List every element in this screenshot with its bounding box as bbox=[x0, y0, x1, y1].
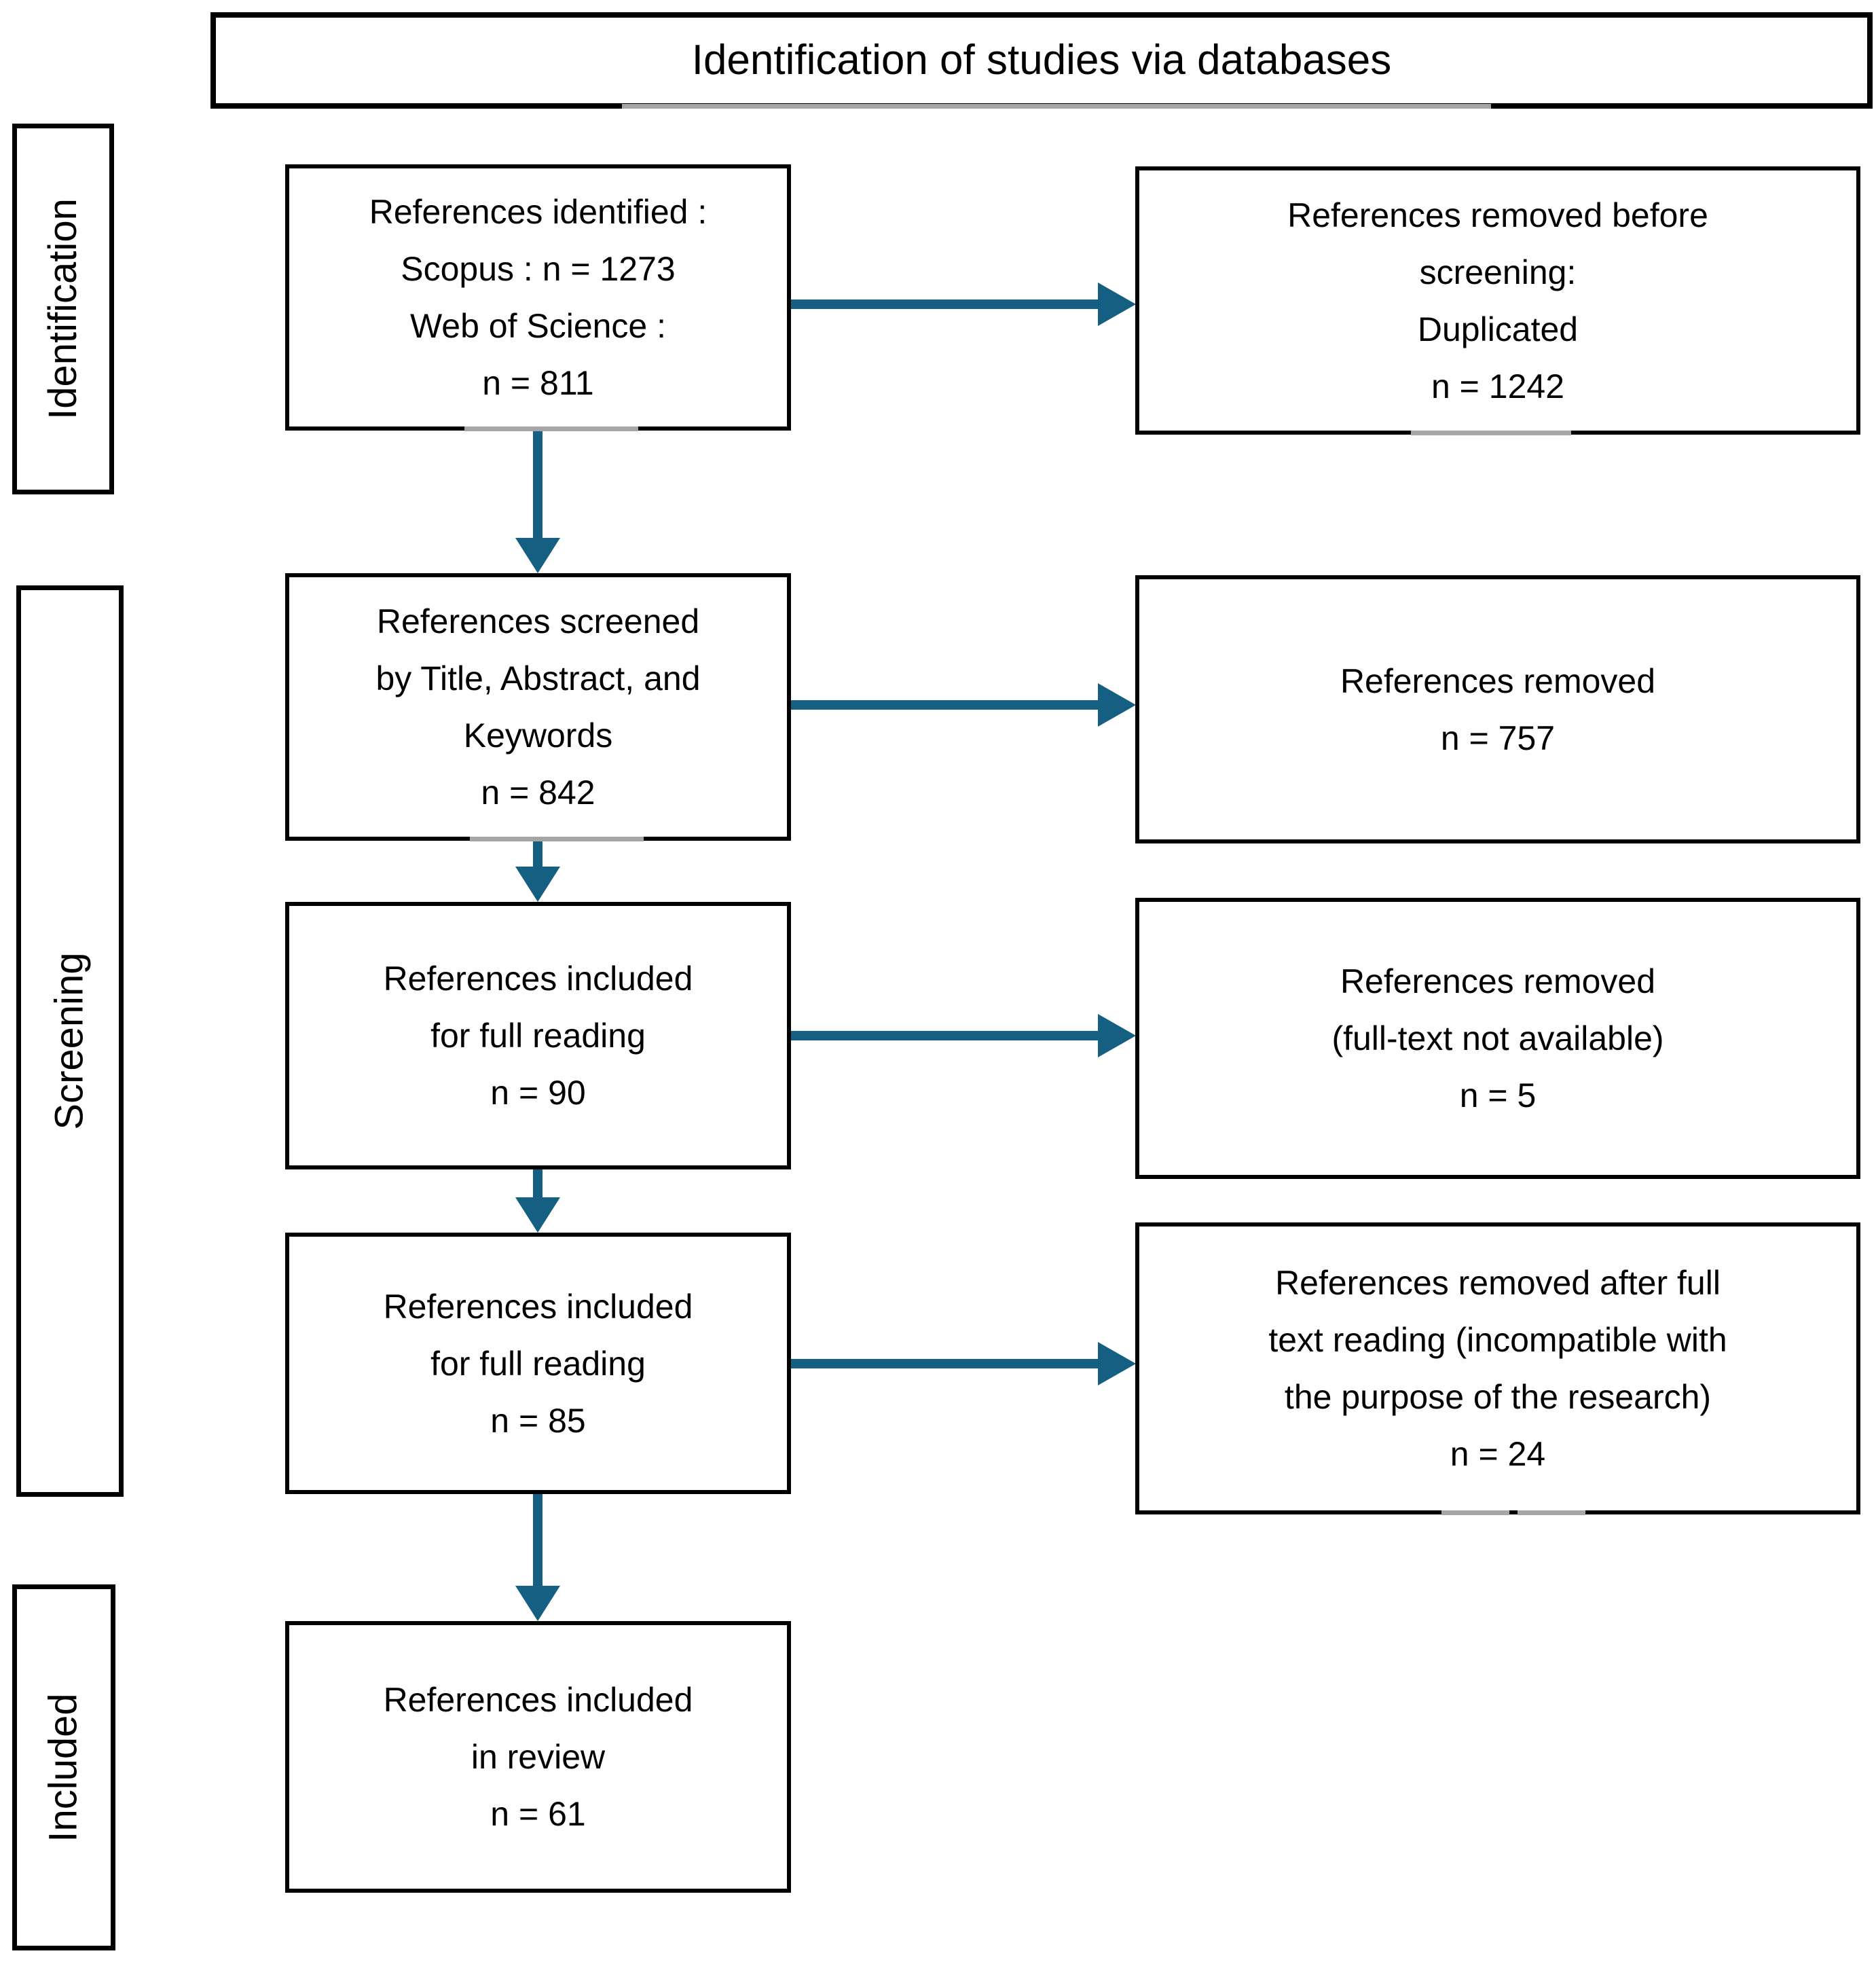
stage-box-identification: Identification bbox=[12, 124, 114, 494]
right-arrow-icon bbox=[1098, 283, 1136, 326]
flow-box-included-in-review: References included in review n = 61 bbox=[285, 1621, 791, 1893]
flow-box-line: for full reading bbox=[430, 1017, 646, 1055]
right-arrow-icon bbox=[1098, 683, 1136, 727]
flow-box-line: References included bbox=[383, 960, 693, 998]
flow-box-removed-after-full-text-reading: References removed after full text readi… bbox=[1135, 1222, 1860, 1514]
flow-box-line: n = 61 bbox=[490, 1795, 586, 1833]
stage-box-screening: Screening bbox=[16, 585, 124, 1497]
down-arrow-icon bbox=[533, 1169, 542, 1197]
flow-box-references-screened: References screened by Title, Abstract, … bbox=[285, 573, 791, 841]
flow-box-line: References screened bbox=[376, 602, 700, 640]
right-arrow-icon bbox=[1098, 1014, 1136, 1057]
flow-box-line: n = 757 bbox=[1440, 719, 1556, 757]
border-shadow-segment bbox=[1411, 431, 1571, 435]
flow-box-line: References removed bbox=[1340, 661, 1656, 700]
flow-box-line: Web of Science : bbox=[409, 307, 667, 345]
diagram-title: Identification of studies via databases bbox=[691, 37, 1392, 84]
flow-box-line: n = 24 bbox=[1450, 1435, 1546, 1473]
flow-box-line: by Title, Abstract, and bbox=[375, 659, 701, 697]
flow-box-references-identified: References identified : Scopus : n = 127… bbox=[285, 164, 791, 431]
flow-box-line: n = 811 bbox=[482, 364, 594, 402]
flow-box-line: text reading (incompatible with bbox=[1268, 1321, 1727, 1359]
flow-box-line: n = 842 bbox=[481, 774, 595, 812]
right-arrow-icon bbox=[791, 1359, 1098, 1368]
down-arrow-icon bbox=[515, 1197, 560, 1233]
flow-box-line: Keywords bbox=[463, 716, 613, 755]
border-shadow-segment bbox=[1518, 1510, 1585, 1515]
border-shadow-segment bbox=[464, 426, 638, 431]
flow-box-line: References removed before bbox=[1287, 196, 1708, 234]
stage-label-screening: Screening bbox=[48, 952, 92, 1130]
border-shadow-segment bbox=[1441, 1510, 1509, 1515]
title-box: Identification of studies via databases bbox=[210, 12, 1873, 109]
flow-box-line: in review bbox=[471, 1738, 606, 1776]
stage-box-included: Included bbox=[12, 1584, 115, 1950]
flow-box-included-full-reading-85: References included for full reading n =… bbox=[285, 1233, 791, 1494]
flow-box-line: n = 90 bbox=[490, 1074, 586, 1112]
flow-box-removed-757: References removed n = 757 bbox=[1135, 575, 1860, 843]
down-arrow-icon bbox=[533, 1494, 542, 1586]
flow-box-line: the purpose of the research) bbox=[1284, 1378, 1712, 1416]
down-arrow-icon bbox=[515, 867, 560, 902]
border-shadow-segment bbox=[470, 837, 644, 841]
down-arrow-icon bbox=[515, 538, 560, 573]
flow-box-line: References included bbox=[383, 1681, 693, 1719]
flow-box-line: References identified : bbox=[369, 193, 707, 231]
right-arrow-icon bbox=[791, 700, 1098, 710]
right-arrow-icon bbox=[1098, 1342, 1136, 1385]
flow-box-line: n = 85 bbox=[490, 1401, 586, 1440]
down-arrow-icon bbox=[533, 841, 542, 867]
flow-box-line: for full reading bbox=[430, 1344, 646, 1383]
right-arrow-icon bbox=[791, 1031, 1098, 1040]
down-arrow-icon bbox=[533, 431, 542, 538]
stage-label-identification: Identification bbox=[41, 198, 85, 420]
border-shadow-segment bbox=[622, 104, 1491, 109]
flow-box-line: References removed after full bbox=[1275, 1264, 1721, 1302]
flow-box-line: References removed bbox=[1340, 962, 1656, 1000]
down-arrow-icon bbox=[515, 1586, 560, 1621]
flow-box-line: Scopus : n = 1273 bbox=[401, 250, 676, 288]
right-arrow-icon bbox=[791, 299, 1098, 309]
flow-box-removed-before-screening: References removed before screening: Dup… bbox=[1135, 166, 1860, 435]
stage-label-included: Included bbox=[41, 1692, 86, 1842]
flow-box-line: screening: bbox=[1419, 253, 1577, 291]
flow-box-line: n = 5 bbox=[1459, 1076, 1537, 1114]
flow-box-line: n = 1242 bbox=[1431, 367, 1565, 405]
flow-box-removed-full-text-not-available: References removed (full-text not availa… bbox=[1135, 898, 1860, 1179]
flow-box-included-full-reading-90: References included for full reading n =… bbox=[285, 902, 791, 1169]
flow-box-line: (full-text not available) bbox=[1331, 1019, 1664, 1057]
flow-box-line: References included bbox=[383, 1287, 693, 1326]
flow-box-line: Duplicated bbox=[1417, 310, 1579, 348]
